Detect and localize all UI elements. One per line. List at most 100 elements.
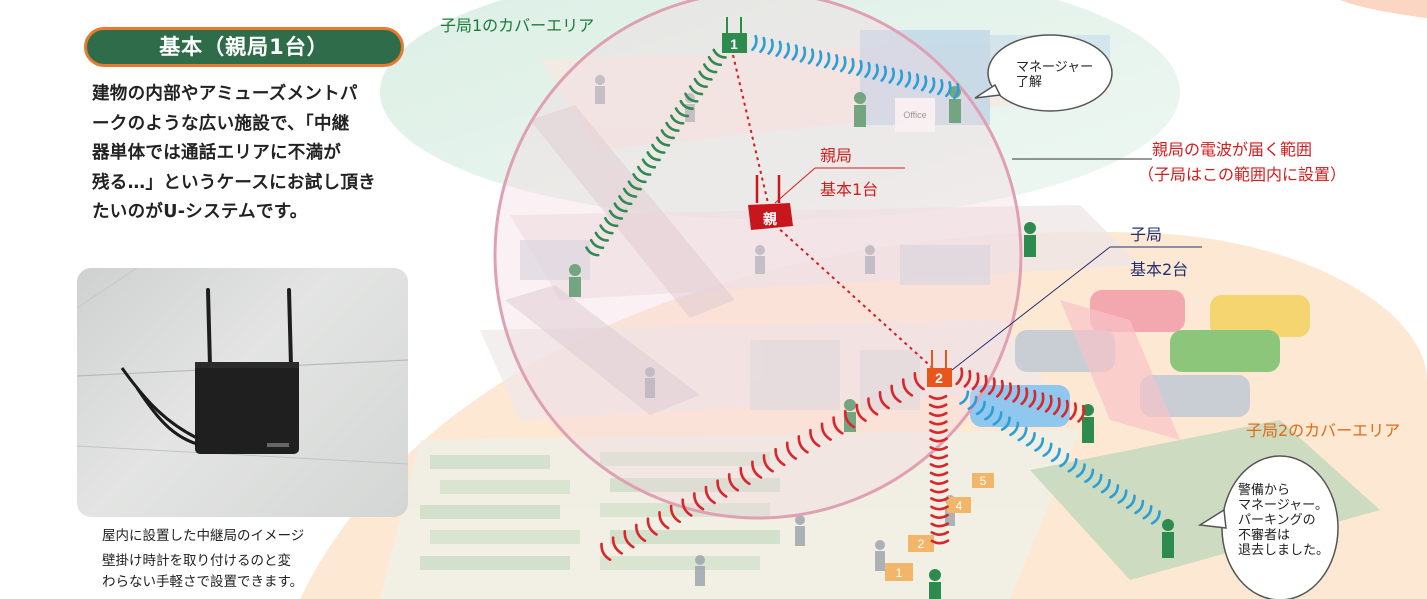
wave-arc-slave2-right xyxy=(963,369,972,388)
wave-arc-slave1-green xyxy=(594,231,609,242)
wave-arc-slave2-down xyxy=(930,530,950,536)
wave-arc-slave2-right xyxy=(1020,387,1029,406)
master-badge: 親 xyxy=(763,211,777,227)
wave-arc-slave2-blue xyxy=(1042,442,1053,457)
wave-arc-slave1-green xyxy=(651,143,666,154)
wave-arc-slave2-blue xyxy=(1134,499,1145,515)
wave-arc-slave1-blue xyxy=(864,61,871,78)
wave-arc-slave2-down xyxy=(930,522,950,528)
photo-note-line: わらない手軽さで設置できます。 xyxy=(102,574,304,590)
slave1-badge: 1 xyxy=(730,36,738,52)
wave-arc-slave1-blue xyxy=(896,69,904,86)
wave-arc-slave1-green xyxy=(684,92,699,103)
wave-arc-slave1-green xyxy=(646,151,661,162)
wave-arc-slave2-down xyxy=(929,479,949,485)
wave-arc-slave2-right xyxy=(1036,392,1045,411)
wave-arc-slave2-right xyxy=(955,367,964,386)
wave-arc-slave1-blue xyxy=(751,34,758,52)
wave-arc-slave2-red xyxy=(623,529,635,549)
photo-note: 壁掛け時計を取り付けるのと変 わらない手軽さで設置できます。 xyxy=(102,551,402,593)
wave-arc-slave1-green xyxy=(698,70,713,81)
wave-arc-slave1-blue xyxy=(815,50,823,67)
wave-arc-slave2-blue xyxy=(1084,468,1095,483)
wave-arc-slave2-red xyxy=(843,409,856,429)
wave-arc-slave2-blue xyxy=(1059,452,1070,468)
wave-arc-slave1-blue xyxy=(839,56,847,73)
wave-arc-slave2-blue xyxy=(984,405,995,421)
wave-arc-slave2-down xyxy=(930,496,949,502)
range-note: （子局はこの範囲内に設置） xyxy=(1138,165,1347,184)
wave-arc-slave1-green xyxy=(585,246,600,257)
wave-arc-slave2-down xyxy=(930,539,950,545)
wave-arc-slave2-blue xyxy=(1009,421,1020,437)
wave-arc-slave2-right xyxy=(1012,384,1021,403)
wave-arc-slave2-blue xyxy=(1109,484,1120,499)
bubble-manager-text: マネージャー 了解 xyxy=(1016,60,1093,90)
wave-arc-slave2-red xyxy=(785,441,798,460)
bubble-line: 警備から xyxy=(1238,483,1291,498)
wave-arc-slave1-blue xyxy=(783,42,790,59)
wave-arc-slave1-blue xyxy=(880,65,887,82)
master-range-circle xyxy=(493,0,1023,520)
wave-arc-slave2-red xyxy=(693,492,705,511)
wave-arc-slave2-red xyxy=(797,435,809,454)
counter-number: 4 xyxy=(956,499,963,513)
master-device: 親 xyxy=(748,175,793,230)
wave-arc-slave1-blue xyxy=(944,81,952,98)
intro-text: 建物の内部やアミューズメントパ ークのような広い施設で、「中継 器単体では通話エ… xyxy=(92,80,414,228)
wave-arc-slave2-red xyxy=(716,479,728,498)
wave-arc-slave1-blue xyxy=(856,59,863,77)
wave-arc-slave2-blue xyxy=(1067,458,1078,473)
intro-line: 残る…」というケースにお試し頂き xyxy=(92,172,376,193)
wave-arc-slave1-green xyxy=(589,238,605,250)
leader-slave xyxy=(951,246,1111,371)
photo-caption: 屋内に設置した中継局のイメージ xyxy=(102,528,305,544)
wave-arc-slave1-blue xyxy=(904,71,912,88)
wave-arc-slave2-down xyxy=(928,394,948,400)
wave-arc-slave2-blue xyxy=(1150,510,1161,525)
master-count: 基本1台 xyxy=(820,180,879,199)
wave-arc-slave1-blue xyxy=(953,82,960,100)
wave-arc-slave2-red xyxy=(913,371,925,391)
counter-number: 5 xyxy=(980,474,987,488)
wave-arc-slave2-blue xyxy=(1100,478,1111,494)
wave-arc-slave1-green xyxy=(604,216,619,228)
wave-arc-slave2-down xyxy=(929,462,949,468)
wave-arc-slave2-down xyxy=(929,445,949,451)
area1-label: 子局1のカバーエリア xyxy=(440,16,595,35)
wave-arc-slave2-red xyxy=(890,384,902,404)
radio-waves xyxy=(585,34,1161,562)
wave-arc-slave2-right xyxy=(1061,399,1069,418)
wave-arc-slave1-green xyxy=(599,224,614,235)
wave-arc-slave2-red xyxy=(901,378,914,397)
speech-bubble-manager xyxy=(974,34,1113,112)
wave-arc-slave2-down xyxy=(929,428,948,434)
wave-arc-slave1-blue xyxy=(936,79,944,96)
wave-arc-slave2-blue xyxy=(967,395,978,411)
wave-arc-slave2-red xyxy=(669,504,682,524)
wave-arc-slave1-blue xyxy=(831,54,839,71)
wave-arc-slave2-right xyxy=(971,372,980,391)
slave1-device: 1 xyxy=(722,17,747,53)
wave-arc-slave1-green xyxy=(670,114,685,125)
wave-arc-slave2-red xyxy=(762,454,774,473)
wave-arc-slave1-blue xyxy=(767,38,774,55)
range-label: 親局の電波が届く範囲 xyxy=(1152,140,1313,159)
wave-arc-slave1-blue xyxy=(888,67,895,84)
wave-arc-slave2-right xyxy=(979,374,988,393)
wave-arc-slave2-blue xyxy=(1025,432,1036,447)
wave-arc-slave1-blue xyxy=(872,63,879,80)
wave-arc-slave1-blue xyxy=(799,46,807,63)
wave-arc-slave1-blue xyxy=(920,75,928,92)
wave-arc-slave2-right xyxy=(1028,389,1037,408)
wave-arc-slave2-right xyxy=(1044,394,1053,413)
wave-arc-slave1-green xyxy=(613,202,628,213)
wave-arc-slave2-blue xyxy=(1050,447,1061,463)
wave-arc-slave1-blue xyxy=(928,77,936,94)
wave-arc-slave1-green xyxy=(693,77,708,89)
wave-arc-slave2-down xyxy=(930,513,949,519)
wave-arc-slave2-red xyxy=(855,403,867,422)
wave-arc-slave2-blue xyxy=(1034,437,1045,452)
wave-arc-slave2-red xyxy=(809,428,821,448)
area2-label: 子局2のカバーエリア xyxy=(1246,421,1401,440)
